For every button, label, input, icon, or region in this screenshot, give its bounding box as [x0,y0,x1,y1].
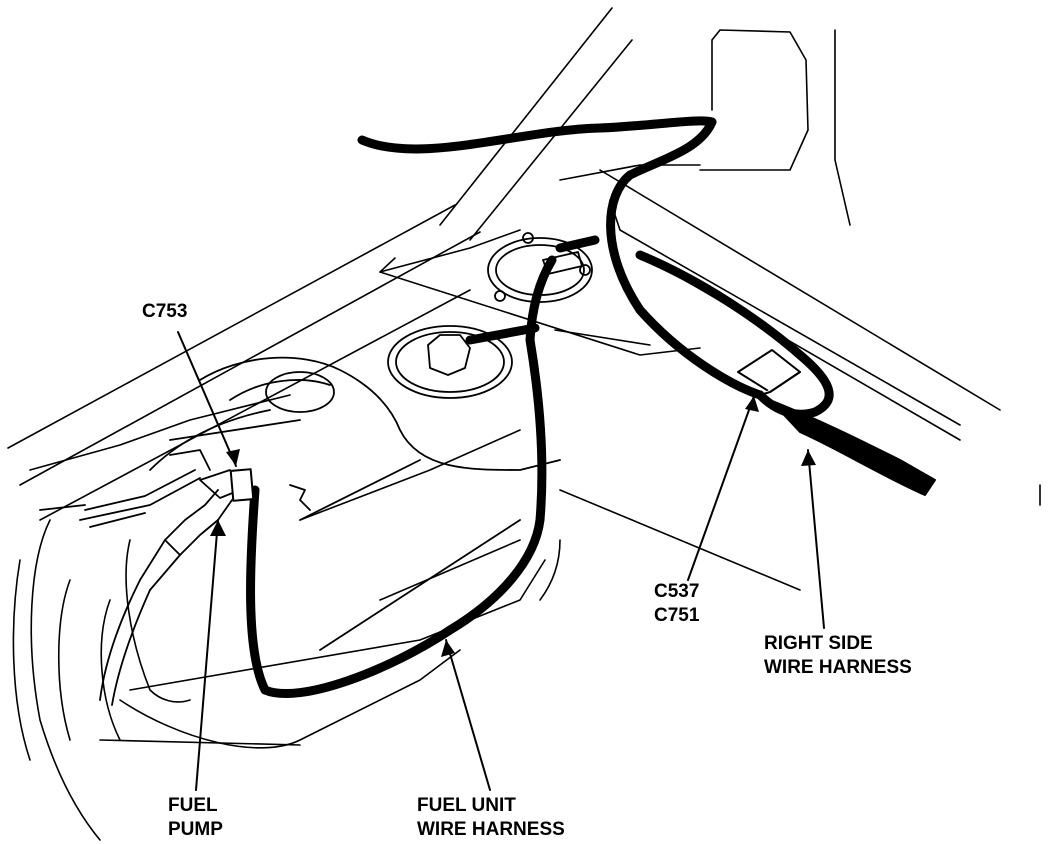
label-fuel-pump-line2: PUMP [168,819,223,840]
label-c753: C753 [142,300,187,324]
fuel-tank [149,356,561,651]
label-c751: C751 [654,605,700,626]
connector-c537-c751 [737,349,801,396]
label-c537-c751: C537 C751 [654,580,699,628]
right-side-harness-band [769,399,936,496]
sending-unit [387,325,513,399]
connector-c753 [229,468,255,502]
wire-harnesses [246,116,834,698]
label-fuel-pump-line1: FUEL [168,795,218,816]
label-c537: C537 [654,581,700,602]
leader-lines [177,331,825,791]
label-right-side-line2: WIRE HARNESS [764,657,912,678]
fuel-pump-assembly [39,449,311,706]
leader-arrowheads [210,396,816,657]
label-right-side-line1: RIGHT SIDE [764,633,873,654]
label-fuel-unit-line1: FUEL UNIT [417,795,516,816]
label-fuel-unit-line2: WIRE HARNESS [417,819,565,840]
label-fuel-unit-wire-harness: FUEL UNIT WIRE HARNESS [417,794,565,842]
label-c753-text: C753 [142,301,188,322]
label-right-side-wire-harness: RIGHT SIDE WIRE HARNESS [764,632,912,680]
label-fuel-pump: FUEL PUMP [168,794,223,842]
